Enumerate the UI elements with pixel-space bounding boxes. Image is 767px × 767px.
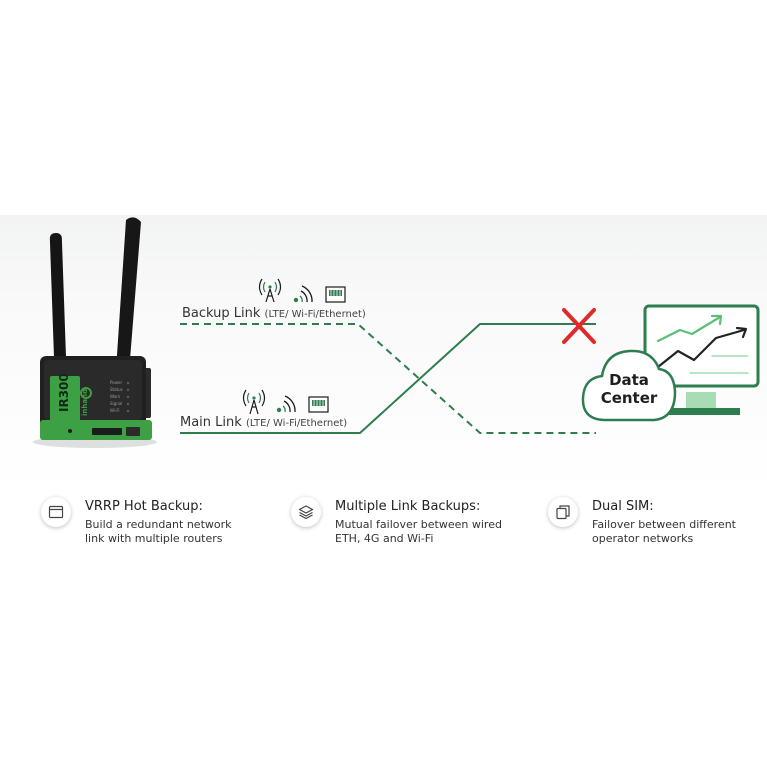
data-center-label: Data Center: [594, 371, 664, 407]
wifi-icon: [293, 285, 313, 303]
feature-title: VRRP Hot Backup:: [85, 499, 203, 514]
backup-link-title: Backup Link: [182, 306, 261, 321]
feature-title: Dual SIM:: [592, 499, 654, 514]
ethernet-port-icon: [325, 286, 346, 303]
led-label-warn: Warn: [110, 394, 121, 399]
router-brand-label: inhand: [81, 389, 89, 416]
red-x-icon: [562, 308, 596, 344]
feature-description: Mutual failover between wired ETH, 4G an…: [335, 518, 502, 545]
window-icon: [41, 497, 71, 527]
router-antenna-right: [116, 217, 141, 372]
feature-description: Failover between different operator netw…: [592, 518, 736, 545]
backup-link-label: Backup Link (LTE/ Wi-Fi/Ethernet): [182, 306, 366, 321]
backup-link-line: [180, 323, 596, 434]
layers-icon: [291, 497, 321, 527]
cell-tower-icon: [242, 389, 266, 415]
copy-icon: [548, 497, 578, 527]
router-antenna-left: [49, 233, 67, 363]
led-label-status: Status: [110, 387, 123, 392]
router-model-label: IR300: [57, 373, 71, 412]
cell-tower-icon: [258, 278, 282, 303]
data-center-line1: Data: [609, 371, 649, 389]
feature-description: Build a redundant network link with mult…: [85, 518, 232, 545]
ethernet-port-icon: [308, 396, 329, 413]
data-center-cloud: [581, 349, 677, 422]
main-link-label: Main Link (LTE/ Wi-Fi/Ethernet): [180, 415, 347, 430]
main-link-detail: (LTE/ Wi-Fi/Ethernet): [245, 418, 348, 429]
data-center-line2: Center: [600, 389, 658, 407]
router-device: IR300 inhand Power Status Warn Signal Wi…: [40, 356, 152, 440]
monitor-icon: [643, 304, 760, 415]
led-label-signal: Signal: [110, 401, 122, 406]
led-label-power: Power: [110, 380, 122, 385]
led-label-wifi: Wi-Fi: [110, 408, 120, 413]
main-link-line: [180, 323, 596, 434]
trend-chart-icon: [656, 314, 749, 374]
main-link-title: Main Link: [180, 415, 242, 430]
backup-link-detail: (LTE/ Wi-Fi/Ethernet): [264, 309, 366, 320]
wifi-icon: [276, 395, 296, 413]
feature-title: Multiple Link Backups:: [335, 499, 481, 514]
